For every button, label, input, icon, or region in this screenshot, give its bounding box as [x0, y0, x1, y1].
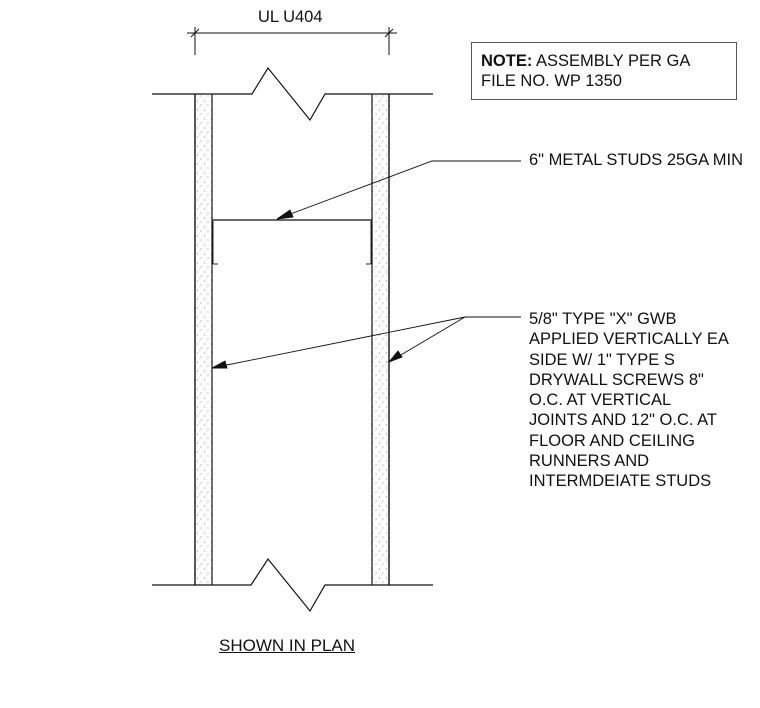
- gwb-callout-line: DRYWALL SCREWS 8": [529, 370, 704, 389]
- metal-stud: [212, 219, 372, 265]
- gwb-callout-line: RUNNERS AND: [529, 452, 650, 471]
- gwb-leaders: [211, 316, 521, 369]
- gwb-callout-line: SIDE W/ 1" TYPE S: [529, 350, 675, 369]
- gwb-callout-line: APPLIED VERTICALLY EA: [529, 330, 729, 349]
- drawing-title: SHOWN IN PLAN: [219, 636, 356, 655]
- top-break-line: [152, 66, 433, 122]
- bottom-break-line: [152, 557, 433, 613]
- studs-leader: [276, 160, 521, 220]
- studs-callout: 6" METAL STUDS 25GA MIN: [529, 151, 743, 169]
- dimension-line: [187, 27, 397, 55]
- note-line-2: FILE NO. WP 1350: [481, 72, 622, 90]
- note-text-1: ASSEMBLY PER GA: [532, 52, 691, 70]
- note-prefix: NOTE:: [481, 52, 533, 70]
- gwb-callout-line: JOINTS AND 12" O.C. AT: [529, 411, 718, 430]
- gwb-callout: 5/8" TYPE "X" GWB APPLIED VERTICALLY EA …: [529, 309, 757, 492]
- dimension-label: UL U404: [258, 8, 323, 26]
- left-gypsum-board: [194, 94, 213, 585]
- note-box: NOTE: ASSEMBLY PER GA FILE NO. WP 1350: [471, 42, 737, 100]
- right-gypsum-board: [371, 94, 390, 585]
- gwb-callout-line: FLOOR AND CEILING: [529, 431, 695, 450]
- gwb-callout-line: 5/8" TYPE "X" GWB: [529, 310, 677, 328]
- gwb-callout-line: O.C. AT VERTICAL: [529, 391, 672, 410]
- gwb-callout-line: INTERMDEIATE STUDS: [529, 472, 712, 491]
- note-line-1: NOTE: ASSEMBLY PER GA: [481, 51, 736, 71]
